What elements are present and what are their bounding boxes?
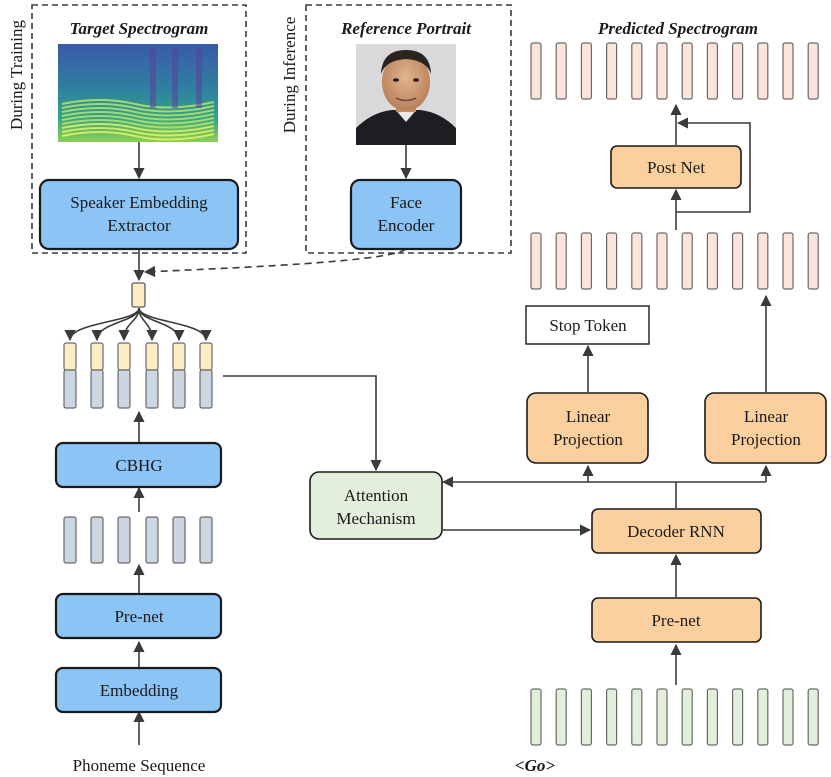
speaker-embedding-extractor-line2: Extractor (107, 216, 171, 235)
predicted-spectrogram-frame (731, 42, 744, 100)
encoder-output-cell (172, 369, 186, 409)
encoder-prenet-output-cell (90, 516, 104, 564)
go-frame (731, 688, 744, 746)
predicted-spectrogram-title: Predicted Spectrogram (597, 19, 758, 38)
encoder-prenet-output-cell (63, 516, 77, 564)
cbhg-box: CBHG (54, 441, 223, 489)
predicted-spectrogram-frame (656, 42, 668, 100)
predicted-spectrogram-frame (681, 42, 693, 100)
decoder-output-frame (807, 232, 819, 290)
linear-projection-right-line1: Linear (744, 407, 789, 426)
decoder-output-frame (580, 232, 593, 290)
decoder-output-frame (706, 232, 719, 290)
embedding-box: Embedding (54, 666, 223, 714)
post-net-box: Post Net (610, 145, 742, 189)
decoder-output-frame (757, 232, 769, 290)
encoder-output-speaker-cell (117, 342, 131, 371)
predicted-spectrogram-frame (605, 42, 618, 100)
encoder-prenet-box: Pre-net (54, 592, 223, 640)
predicted-spectrogram-frame (757, 42, 769, 100)
target-spectrogram-image (58, 44, 218, 142)
encoder-output-cell (90, 369, 104, 409)
predicted-spectrogram-frame (530, 42, 542, 100)
encoder-output-speaker-cell (90, 342, 104, 371)
encoder-prenet-label: Pre-net (114, 607, 163, 626)
face-encoder-line2: Encoder (378, 216, 435, 235)
linear-projection-right-box: Linear Projection (704, 392, 827, 464)
attention-line2: Mechanism (336, 509, 415, 528)
linear-projection-right-line2: Projection (731, 430, 801, 449)
go-frame (706, 688, 719, 746)
encoder-output-cell (63, 369, 77, 409)
linear-projection-left-line2: Projection (553, 430, 623, 449)
encoder-prenet-output-cell (145, 516, 159, 564)
attention-line1: Attention (344, 486, 409, 505)
go-frame (555, 688, 567, 746)
go-frame (580, 688, 593, 746)
encoder-output-speaker-cell (199, 342, 213, 371)
attention-mechanism-box: Attention Mechanism (309, 471, 443, 540)
decoder-output-frame (555, 232, 567, 290)
speaker-embedding-vector (131, 282, 146, 308)
predicted-spectrogram-frame (555, 42, 567, 100)
decoder-rnn-label: Decoder RNN (627, 522, 725, 541)
go-frame (530, 688, 542, 746)
encoder-prenet-output-cell (199, 516, 213, 564)
linear-projection-left-line1: Linear (566, 407, 611, 426)
predicted-spectrogram-frame (706, 42, 719, 100)
inference-panel (305, 4, 512, 254)
decoder-rnn-box: Decoder RNN (591, 508, 762, 554)
stop-token-label: Stop Token (549, 316, 627, 335)
embedding-label: Embedding (100, 681, 179, 700)
target-spectrogram-title: Target Spectrogram (70, 19, 209, 38)
stop-token-box: Stop Token (525, 305, 650, 345)
face-encoder-line1: Face (390, 193, 422, 212)
encoder-output-speaker-cell (63, 342, 77, 371)
phoneme-sequence-label: Phoneme Sequence (73, 756, 206, 775)
decoder-output-frame (605, 232, 618, 290)
decoder-output-frame (631, 232, 643, 290)
decoder-output-frame (731, 232, 744, 290)
decoder-output-frame (656, 232, 668, 290)
go-frame (656, 688, 668, 746)
go-frame (807, 688, 819, 746)
predicted-spectrogram-frame (580, 42, 593, 100)
encoder-output-cell (145, 369, 159, 409)
encoder-output-speaker-cell (145, 342, 159, 371)
decoder-output-frame (782, 232, 794, 290)
encoder-prenet-output-cell (172, 516, 186, 564)
reference-portrait-title: Reference Portrait (340, 19, 472, 38)
decoder-prenet-box: Pre-net (591, 597, 762, 643)
go-frame (782, 688, 794, 746)
predicted-spectrogram-frame (782, 42, 794, 100)
go-token-label: <Go> (515, 756, 555, 775)
cbhg-label: CBHG (115, 456, 162, 475)
linear-projection-left-box: Linear Projection (526, 392, 649, 464)
go-frame (631, 688, 643, 746)
encoder-prenet-output-cell (117, 516, 131, 564)
decoder-output-frame (530, 232, 542, 290)
predicted-spectrogram-frame (631, 42, 643, 100)
during-training-label: During Training (7, 19, 26, 130)
go-frame (681, 688, 693, 746)
encoder-output-cell (117, 369, 131, 409)
face-encoder-box: Face Encoder (349, 178, 463, 251)
encoder-output-speaker-cell (172, 342, 186, 371)
training-panel (31, 4, 247, 254)
go-frame (757, 688, 769, 746)
go-frame (605, 688, 618, 746)
encoder-output-cell (199, 369, 213, 409)
post-net-label: Post Net (647, 158, 705, 177)
decoder-output-frame (681, 232, 693, 290)
during-inference-label: During Inference (280, 17, 299, 134)
speaker-embedding-extractor-box: Speaker Embedding Extractor (38, 178, 240, 251)
reference-portrait-image (356, 44, 456, 145)
predicted-spectrogram-frame (807, 42, 819, 100)
speaker-embedding-extractor-line1: Speaker Embedding (70, 193, 208, 212)
decoder-prenet-label: Pre-net (651, 611, 700, 630)
